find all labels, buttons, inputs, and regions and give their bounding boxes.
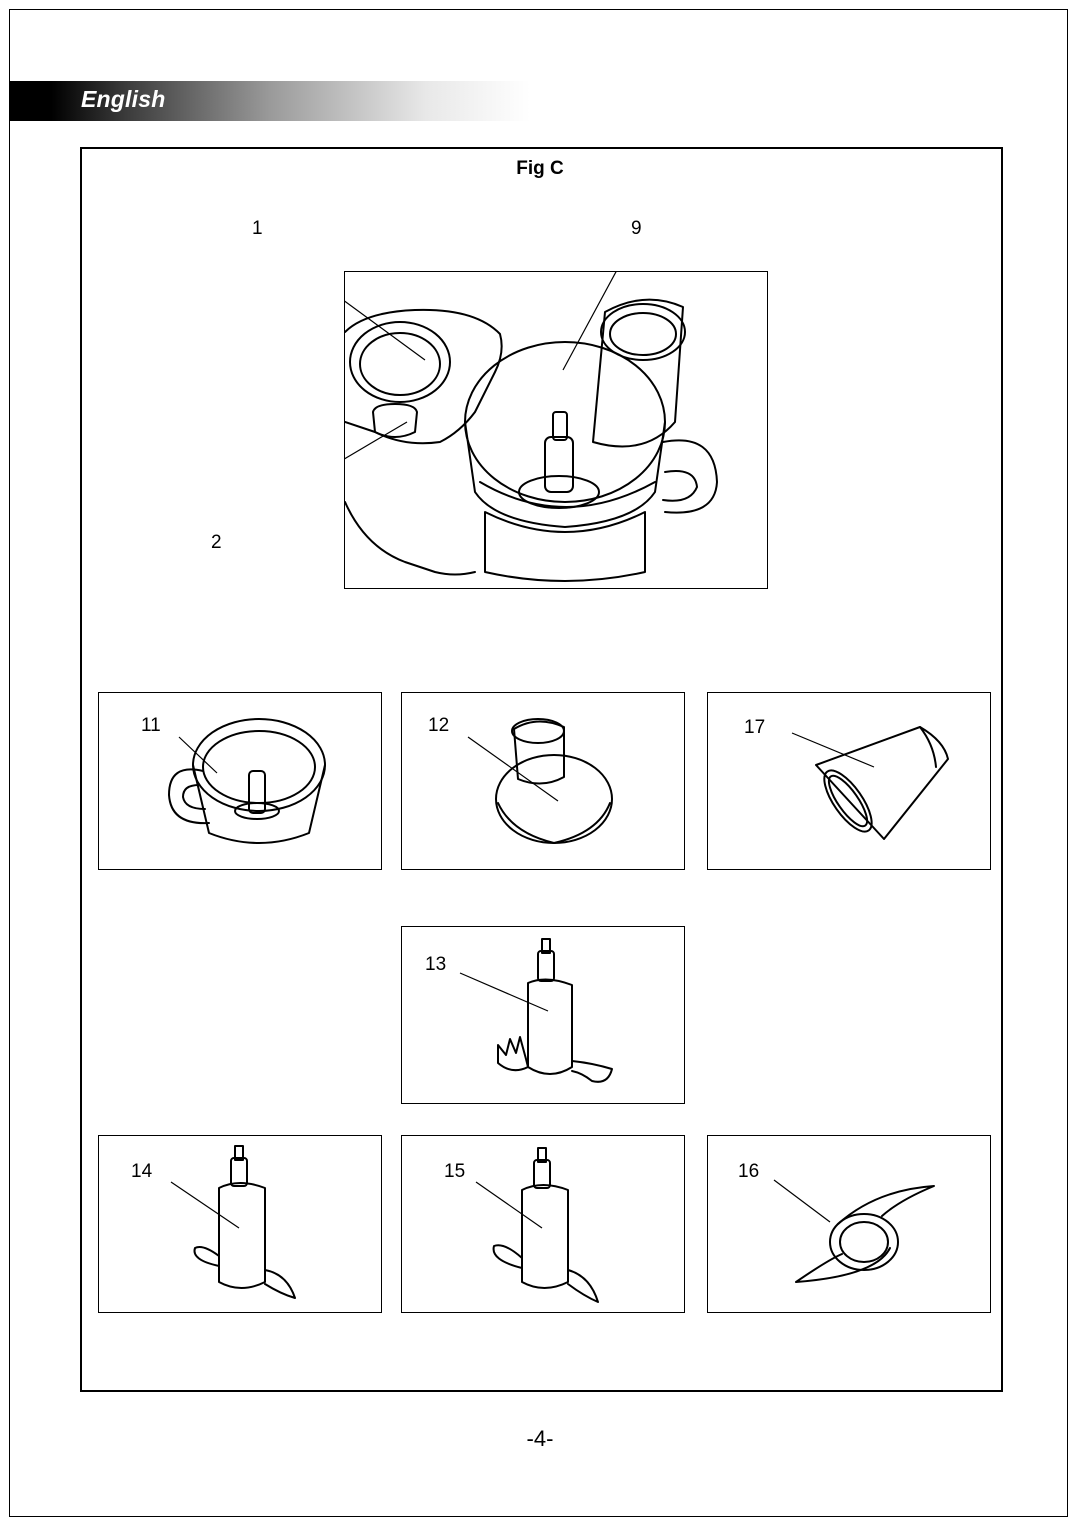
dough-blade-panel: [401, 1135, 685, 1313]
lid-panel: [401, 692, 685, 870]
callout-17: 17: [744, 717, 766, 738]
chopping-blade-panel: [98, 1135, 382, 1313]
callout-11: 11: [141, 715, 161, 736]
pusher-panel: [707, 692, 991, 870]
dough-blade-icon: [475, 1147, 599, 1303]
pusher-icon: [791, 726, 949, 840]
callout-14: 14: [131, 1161, 153, 1182]
main-illustration-panel: [344, 271, 768, 589]
chopping-blade-icon: [170, 1145, 296, 1299]
figure-frame: [80, 147, 1003, 1392]
whisk-icon: [773, 1179, 935, 1283]
kneading-tool-panel: [401, 926, 685, 1104]
food-processor-illustration: [345, 272, 718, 582]
language-banner: [10, 81, 530, 121]
callout-16: 16: [738, 1161, 760, 1182]
whisk-panel: [707, 1135, 991, 1313]
callout-15: 15: [444, 1161, 466, 1182]
bowl-panel: [98, 692, 382, 870]
callout-12: 12: [428, 715, 450, 736]
page-number: -4-: [526, 1426, 554, 1451]
language-label: English: [81, 86, 166, 112]
bowl-icon: [168, 718, 326, 844]
lid-icon: [467, 718, 613, 844]
callout-13: 13: [425, 954, 447, 975]
callout-1: 1: [252, 218, 263, 239]
callout-2: 2: [211, 532, 222, 553]
figure-title: Fig C: [516, 158, 564, 179]
kneading-tool-icon: [459, 938, 613, 1083]
callout-9: 9: [631, 218, 642, 239]
page-border: [9, 9, 1068, 1517]
